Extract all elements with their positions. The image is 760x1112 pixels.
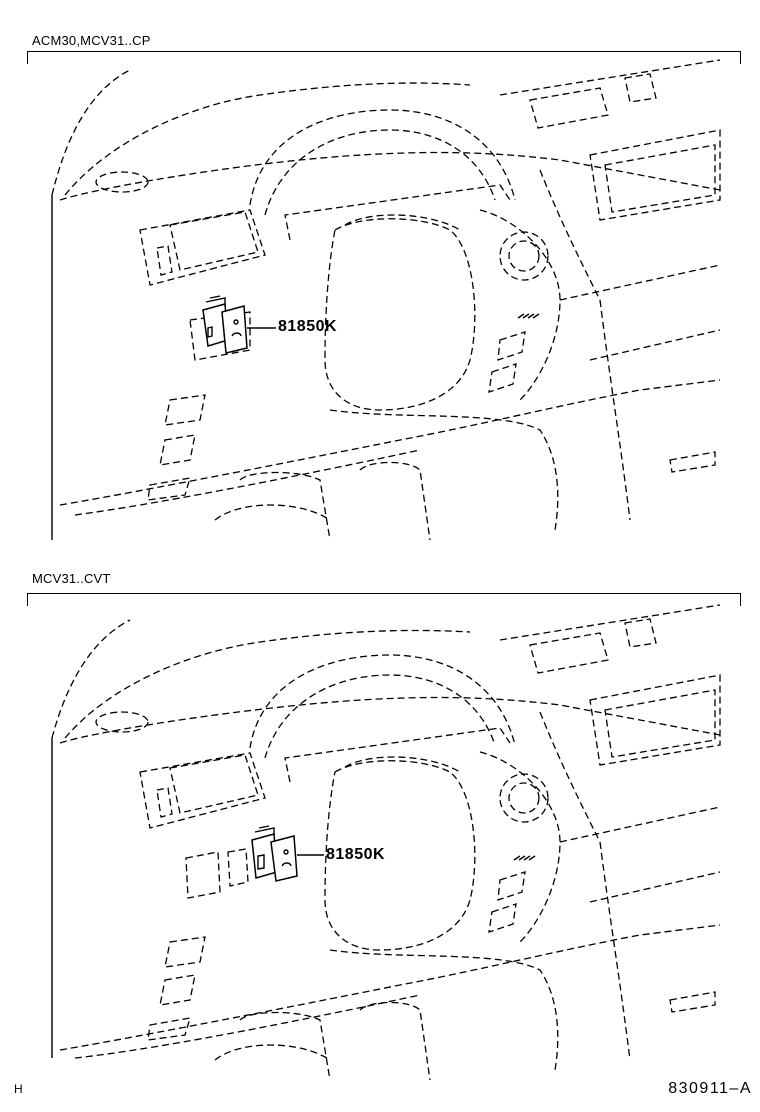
dashboard-drawing	[51, 604, 721, 1081]
variant-label: MCV31..CVT	[32, 571, 111, 586]
part-number-callout: 81850K	[278, 318, 338, 335]
variant-label: ACM30,MCV31..CP	[32, 33, 151, 48]
part-number-callout: 81850K	[326, 846, 386, 863]
switch-part-81850k	[202, 295, 248, 354]
figure-id: 830911–A	[668, 1080, 752, 1097]
switch-part-81850k	[251, 825, 298, 882]
panel-bracket	[27, 51, 741, 64]
dashboard-drawing	[51, 59, 721, 541]
diagram-panel-top: ACM30,MCV31..CP	[0, 0, 760, 555]
diagram-panel-bottom: MCV31..CVT	[0, 560, 760, 1105]
panel-bracket	[27, 593, 741, 606]
footer-mark: H	[14, 1082, 23, 1096]
